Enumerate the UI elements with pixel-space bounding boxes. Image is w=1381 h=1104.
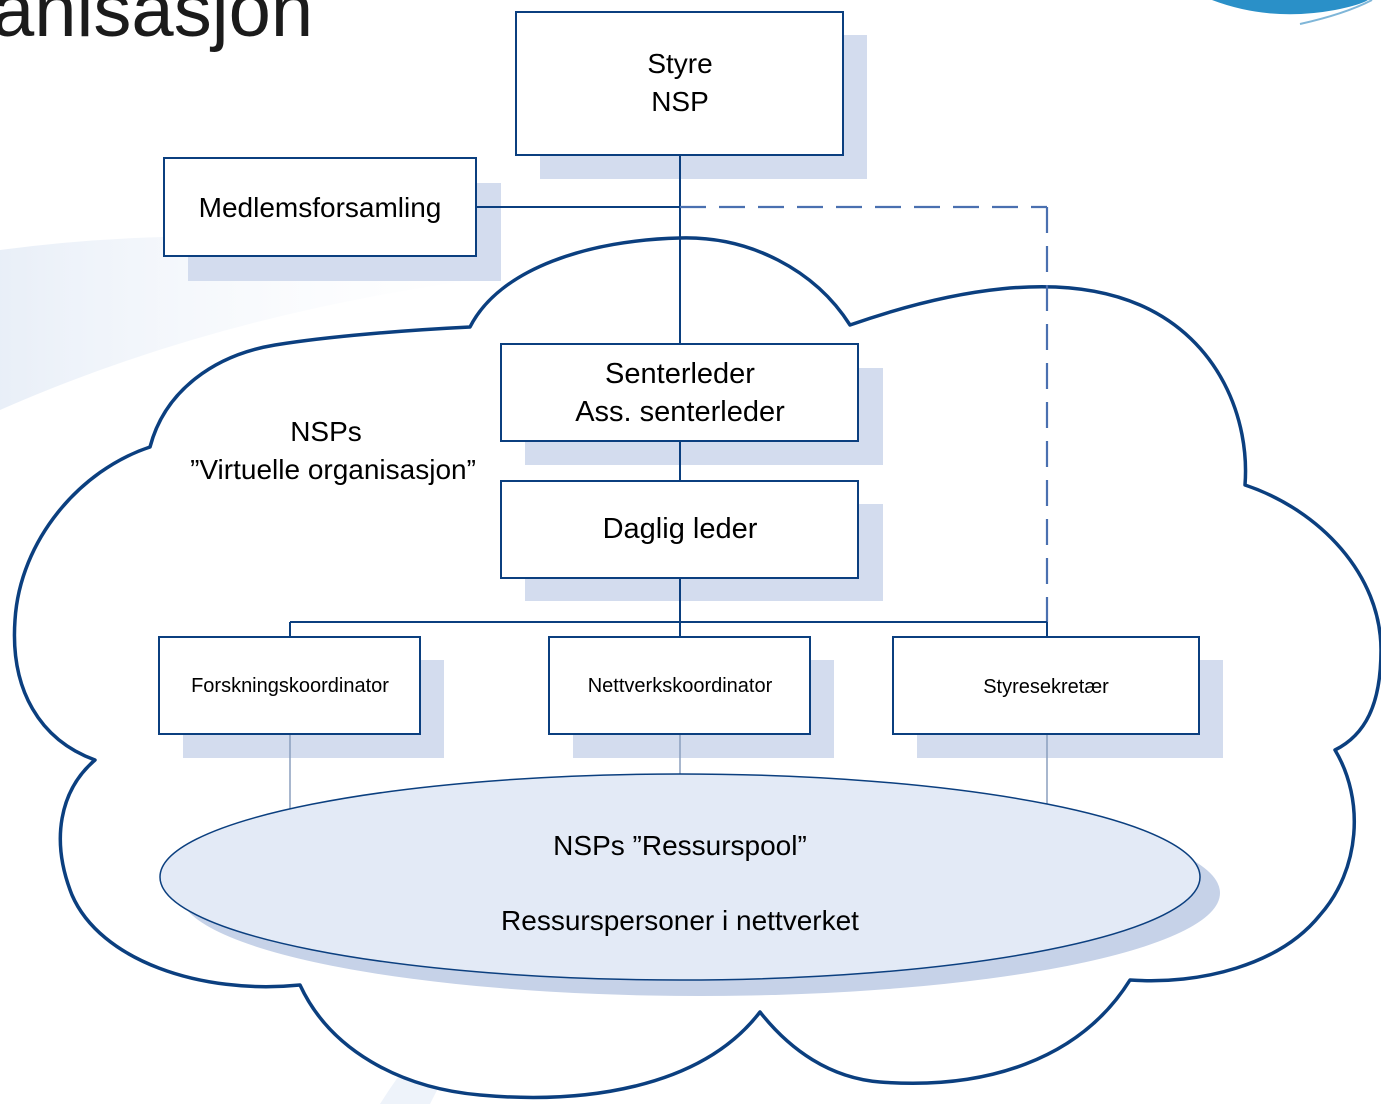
center-lead-box — [500, 343, 859, 442]
resource-pool-title: NSPs ”Ressurspool” — [553, 830, 807, 861]
resource-pool-subtitle: Ressurspersoner i nettverket — [501, 905, 859, 936]
role-1-label: Forskningskoordinator — [191, 675, 389, 697]
center-lead-title: Senterleder — [605, 358, 755, 390]
daily-lead-label: Daglig leder — [603, 513, 758, 545]
resource-pool — [159, 773, 1201, 981]
board-subtitle: NSP — [651, 86, 709, 117]
virtual-org-title: NSPs — [290, 416, 362, 447]
daily-lead-box — [500, 480, 859, 579]
logo-icon — [1212, 0, 1373, 25]
role-2-label: Nettverkskoordinator — [588, 675, 773, 697]
assembly-label: Medlemsforsamling — [199, 192, 442, 223]
virtual-org-subtitle: ”Virtuelle organisasjon” — [190, 454, 476, 485]
center-lead-subtitle: Ass. senterleder — [575, 396, 785, 428]
role-3-box — [892, 636, 1200, 735]
role-3-label: Styresekretær — [983, 676, 1109, 698]
board-title: Styre — [647, 48, 712, 79]
board-box — [515, 11, 844, 156]
page-title: anisasjon — [0, 0, 313, 53]
assembly-box — [163, 157, 477, 257]
role-1-box — [158, 636, 421, 735]
role-2-box — [548, 636, 811, 735]
